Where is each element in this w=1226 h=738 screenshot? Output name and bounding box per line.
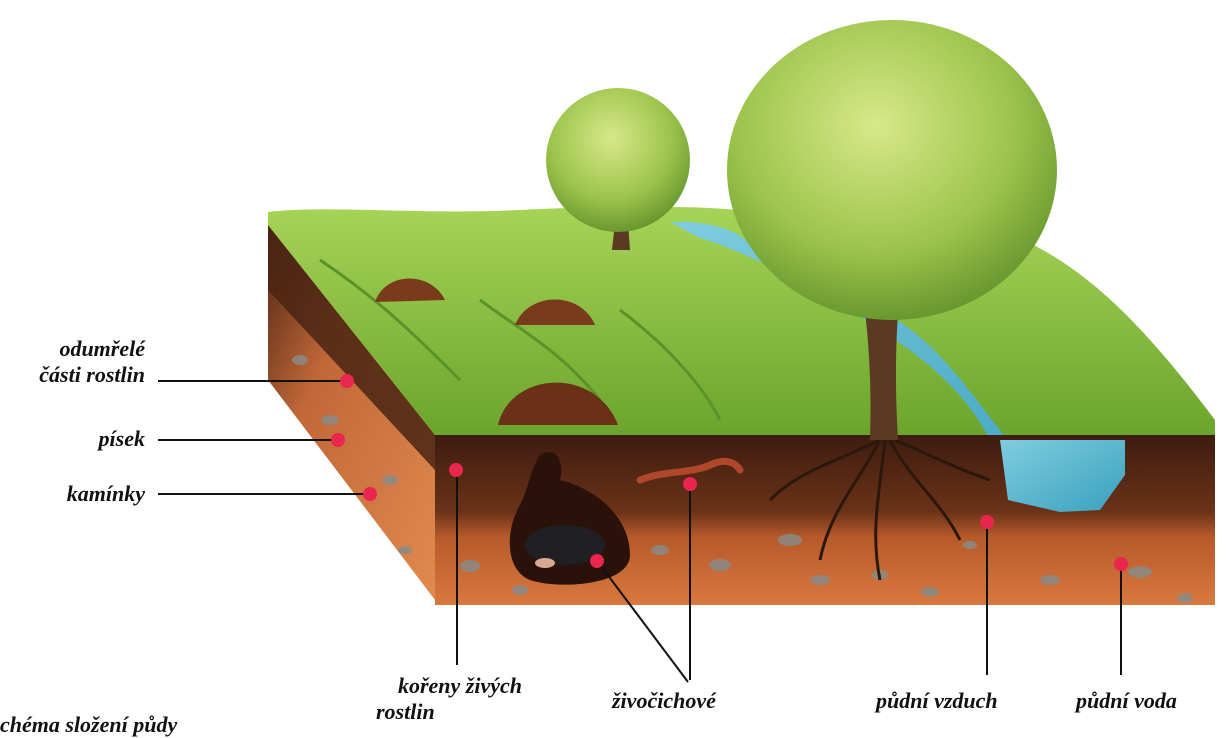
label-dead-plant-parts-line2: části rostlin <box>20 362 145 388</box>
marker-living-roots <box>449 463 463 477</box>
marker-dead-plant-parts <box>340 374 354 388</box>
marker-animals-mole <box>590 554 604 568</box>
marker-pebbles <box>363 487 377 501</box>
marker-soil-air <box>980 515 994 529</box>
caption: chéma složení půdy <box>0 712 177 738</box>
label-living-roots-line2: rostlin <box>370 699 550 725</box>
label-pebbles: kamínky <box>20 481 145 507</box>
label-dead-plant-parts: odumřelé části rostlin <box>20 336 145 388</box>
label-living-roots: kořeny živých rostlin <box>370 673 550 725</box>
label-soil-air: půdní vzduch <box>876 688 998 714</box>
marker-animals-worm <box>683 477 697 491</box>
marker-soil-water <box>1114 557 1128 571</box>
label-animals: živočichové <box>612 688 716 714</box>
label-living-roots-line1: kořeny živých <box>370 673 550 699</box>
label-sand: písek <box>20 426 145 452</box>
label-dead-plant-parts-line1: odumřelé <box>20 336 145 362</box>
marker-sand <box>331 433 345 447</box>
label-soil-water: půdní voda <box>1076 688 1177 714</box>
